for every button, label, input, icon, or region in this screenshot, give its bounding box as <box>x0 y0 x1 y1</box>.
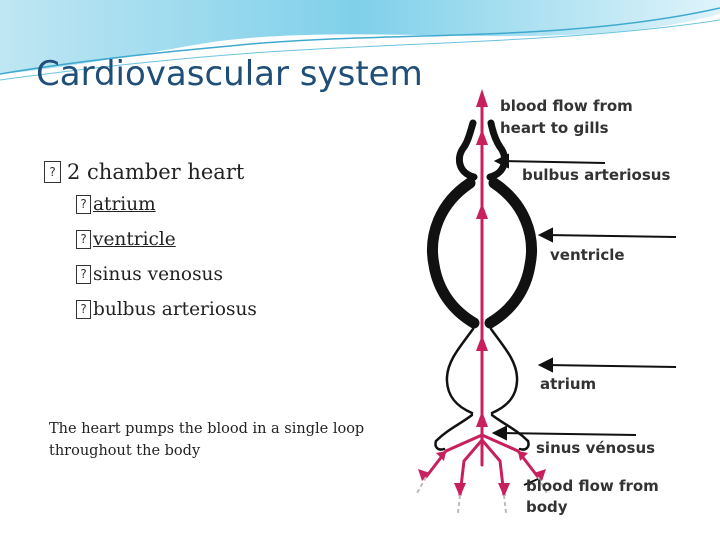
decorative-wave-header <box>0 0 720 81</box>
label-sinus-venosus: sinus vénosus <box>536 439 655 457</box>
bullet-glyph-icon: ? <box>44 161 61 183</box>
sub-bullet-text: sinus venosus <box>93 264 223 285</box>
sub-bullet-ventricle[interactable]: ? ventricle <box>76 222 424 257</box>
label-pointers <box>491 153 677 486</box>
sub-bullet-text[interactable]: atrium <box>93 194 156 215</box>
sub-bullet-glyph-icon: ? <box>76 230 91 249</box>
label-flow-from-body-line2: body <box>526 498 568 516</box>
sub-bullet-text[interactable]: ventricle <box>93 229 176 250</box>
sub-bullet-atrium[interactable]: ? atrium <box>76 187 424 222</box>
sub-bullet-text: bulbus arteriosus <box>93 299 257 320</box>
label-atrium: atrium <box>540 375 596 393</box>
bullet-list: ? 2 chamber heart ? atrium ? ventricle ?… <box>44 157 424 327</box>
heart-outline <box>427 119 537 451</box>
label-flow-to-gills-line2: heart to gills <box>500 119 609 137</box>
sub-bullet-glyph-icon: ? <box>76 300 91 319</box>
sinus-vein-dashes <box>415 476 549 514</box>
sub-bullet-sinus-venosus: ? sinus venosus <box>76 257 424 292</box>
label-flow-from-body-line1: blood flow from <box>526 477 659 495</box>
label-flow-to-gills-line1: blood flow from <box>500 97 633 115</box>
label-bulbus-arteriosus: bulbus arteriosus <box>522 166 670 184</box>
sub-bullet-glyph-icon: ? <box>76 195 91 214</box>
bullet-text: 2 chamber heart <box>67 160 245 184</box>
caption-text: The heart pumps the blood in a single lo… <box>49 421 365 459</box>
label-ventricle: ventricle <box>550 246 625 264</box>
fish-heart-diagram: blood flow from heart to gills bulbus ar… <box>415 89 677 516</box>
sub-bullet-bulbus-arteriosus: ? bulbus arteriosus <box>76 292 424 327</box>
bullet-item: ? 2 chamber heart <box>44 157 424 187</box>
sub-bullet-glyph-icon: ? <box>76 265 91 284</box>
slide-title: Cardiovascular system <box>36 54 423 94</box>
blood-flow-arrowheads <box>418 89 546 497</box>
